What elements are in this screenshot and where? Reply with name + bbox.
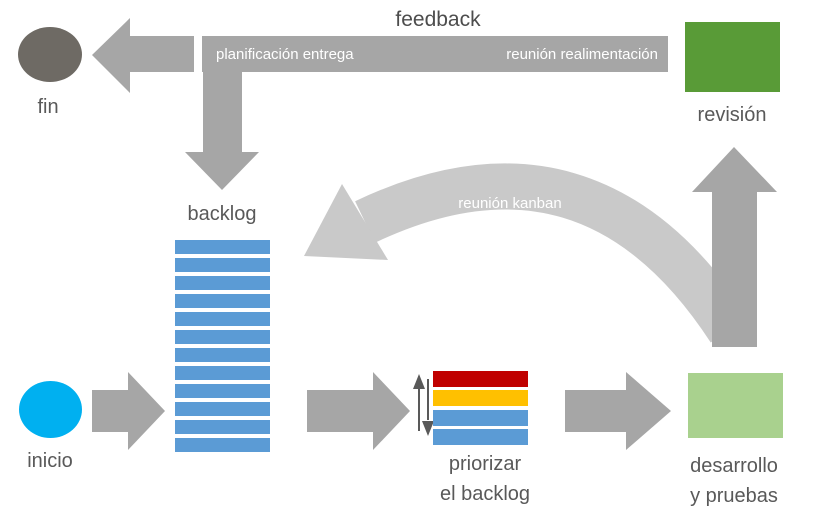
diagram-title: feedback bbox=[395, 8, 481, 31]
backlog-item-bar bbox=[175, 384, 270, 398]
sort-up-arrowhead-icon bbox=[413, 374, 425, 389]
arrow-develop-to-review-icon bbox=[692, 147, 777, 347]
backlog-item-bar bbox=[175, 402, 270, 416]
kanban-loop-arrow bbox=[355, 163, 750, 343]
review-node bbox=[685, 22, 780, 92]
prioritize-label-line2: el backlog bbox=[439, 483, 531, 505]
prioritized-item-bar bbox=[433, 409, 528, 426]
develop-label-line2: y pruebas bbox=[690, 485, 778, 507]
arrow-backlog-to-prioritize-icon bbox=[307, 372, 410, 450]
backlog-item-bar bbox=[175, 312, 270, 326]
backlog-item-bar bbox=[175, 240, 270, 254]
backlog-stack bbox=[175, 240, 270, 452]
arrow-prioritize-to-develop-icon bbox=[565, 372, 671, 450]
arrow-to-fin-icon bbox=[92, 18, 194, 93]
fin-node bbox=[18, 27, 82, 82]
backlog-item-bar bbox=[175, 438, 270, 452]
backlog-item-bar bbox=[175, 258, 270, 272]
arrow-inicio-to-backlog-icon bbox=[92, 372, 165, 450]
review-label: revisión bbox=[697, 104, 767, 126]
develop-node bbox=[688, 373, 783, 438]
backlog-item-bar bbox=[175, 330, 270, 344]
arrow-to-backlog-icon bbox=[185, 70, 259, 190]
backlog-item-bar bbox=[175, 294, 270, 308]
feedback-bar-left-label: planificación entrega bbox=[216, 45, 354, 63]
prioritize-label: priorizar el backlog bbox=[440, 449, 530, 509]
prioritize-label-line1: priorizar bbox=[448, 453, 522, 475]
sort-down-arrowhead-icon bbox=[422, 421, 434, 436]
develop-label: desarrollo y pruebas bbox=[690, 451, 778, 511]
prioritized-item-bar bbox=[433, 390, 528, 407]
backlog-item-bar bbox=[175, 348, 270, 362]
inicio-label: inicio bbox=[27, 450, 73, 472]
feedback-bar: planificación entrega reunión realimenta… bbox=[202, 36, 668, 72]
kanban-loop-label: reunión kanban bbox=[458, 195, 562, 212]
kanban-loop-arrowhead-icon bbox=[304, 184, 388, 260]
prioritized-item-bar bbox=[433, 428, 528, 445]
backlog-label: backlog bbox=[187, 203, 257, 225]
prioritized-item-bar bbox=[433, 371, 528, 387]
feedback-bar-right-label: reunión realimentación bbox=[506, 45, 658, 63]
backlog-item-bar bbox=[175, 276, 270, 290]
develop-label-line1: desarrollo bbox=[690, 455, 778, 477]
fin-label: fin bbox=[37, 96, 59, 118]
backlog-item-bar bbox=[175, 366, 270, 380]
inicio-node bbox=[19, 381, 82, 438]
prioritize-stack bbox=[433, 371, 528, 445]
backlog-item-bar bbox=[175, 420, 270, 434]
